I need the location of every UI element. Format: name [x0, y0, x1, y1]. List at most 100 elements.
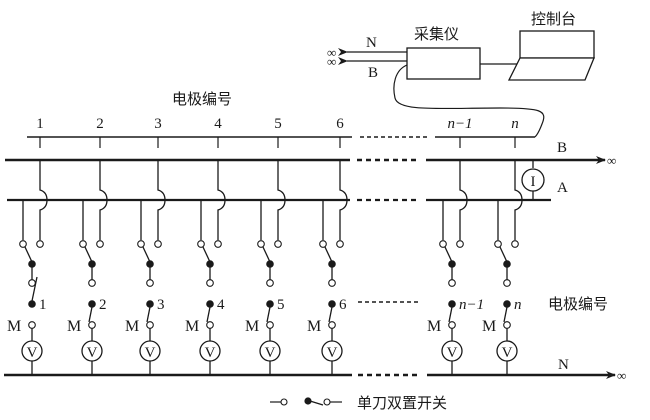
switch-blade-lower [448, 306, 453, 323]
legend-pivot-icon [304, 397, 312, 405]
m-terminal-icon [146, 321, 154, 329]
switch-terminal-b-icon [154, 240, 162, 248]
b-bus-label: B [557, 140, 567, 156]
switch-pivot-upper-icon [206, 260, 214, 268]
switch-terminal-a-icon [439, 240, 447, 248]
switch-terminal-a-icon [257, 240, 265, 248]
switch-blade-lower [266, 306, 271, 323]
electrode-drop-wire [157, 160, 166, 240]
switch-column-8: nMV [482, 137, 523, 375]
switch-pivot-upper-icon [146, 260, 154, 268]
switch-pivot-upper-icon [328, 260, 336, 268]
collector-label: 采集仪 [414, 25, 459, 43]
legend-open-terminal-icon [280, 398, 288, 406]
switch-pivot-lower-icon [266, 300, 274, 308]
electrode-drop-wire [459, 160, 468, 240]
switch-blade-lower [88, 306, 93, 323]
electrode-drop-wire [99, 160, 108, 240]
switch-terminal-lower-icon [503, 279, 511, 287]
collector-b-label: B [368, 65, 378, 81]
switch-number-label: 6 [339, 297, 347, 313]
switch-blade-upper [24, 246, 33, 263]
switch-number-label: 2 [99, 297, 107, 313]
switch-terminal-lower-icon [88, 279, 96, 287]
n-bus-label: N [558, 357, 569, 373]
electrode-number-label: 4 [214, 116, 222, 132]
legend-label: 单刀双置开关 [357, 394, 447, 412]
switch-terminal-lower-icon [448, 279, 456, 287]
switch-blade-lower [146, 306, 151, 323]
switch-terminal-a-icon [197, 240, 205, 248]
switch-terminal-b-icon [456, 240, 464, 248]
electrode-number-label: n [511, 116, 519, 132]
switch-number-label: 1 [39, 297, 47, 313]
n-bus-infinity: ∞ [617, 368, 626, 383]
switch-blade-upper [262, 246, 271, 263]
switch-blade-upper [444, 246, 453, 263]
collector-n-infinity: ∞ [327, 45, 336, 60]
switch-pivot-upper-icon [448, 260, 456, 268]
switch-blade-lower [31, 276, 38, 302]
console-screen [519, 30, 595, 59]
console-keyboard [507, 57, 595, 81]
switch-column-5: 5MV [245, 137, 286, 375]
switch-terminal-a-icon [137, 240, 145, 248]
switch-blade-lower [206, 306, 211, 323]
switch-terminal-b-icon [214, 240, 222, 248]
legend-blade-icon [309, 400, 324, 406]
switch-pivot-lower-icon [448, 300, 456, 308]
collector-box [406, 47, 481, 80]
electrode-drop-wire [339, 160, 348, 240]
switch-number-label: 4 [217, 297, 225, 313]
voltmeter-symbol: V [145, 345, 156, 361]
electrode-drop-wire [277, 160, 286, 240]
switch-blade-upper [499, 246, 508, 263]
switch-column-4: 4MV [185, 137, 226, 375]
switch-number-label: n−1 [459, 297, 484, 313]
collector-n-label: N [366, 35, 377, 51]
switch-blade-upper [202, 246, 211, 263]
m-terminal-label: M [125, 318, 139, 335]
electrode-drop-wire [39, 160, 48, 240]
switch-number-label: 5 [277, 297, 285, 313]
switch-column-3: 3MV [125, 137, 166, 375]
switch-terminal-lower-icon [146, 279, 154, 287]
electrode-number-label: 6 [336, 116, 344, 132]
electrode-header-title: 电极编号 [172, 90, 232, 108]
voltmeter-symbol: V [327, 345, 338, 361]
voltmeter-symbol: V [502, 345, 513, 361]
switch-terminal-b-icon [96, 240, 104, 248]
switch-terminal-lower-icon [266, 279, 274, 287]
switch-row-title: 电极编号 [548, 295, 608, 313]
switch-blade-upper [84, 246, 93, 263]
switch-terminal-a-icon [79, 240, 87, 248]
m-terminal-label: M [7, 318, 21, 335]
switch-pivot-lower-icon [503, 300, 511, 308]
voltmeter-symbol: V [447, 345, 458, 361]
ammeter-symbol: I [531, 174, 536, 190]
voltmeter-symbol: V [205, 345, 216, 361]
switch-column-1: 1MV [7, 137, 48, 375]
collector-group: 采集仪 [406, 25, 481, 80]
voltmeter-symbol: V [87, 345, 98, 361]
switch-blade-lower [328, 306, 333, 323]
switch-blade-upper [142, 246, 151, 263]
switch-pivot-upper-icon [503, 260, 511, 268]
switch-blade-upper [324, 246, 333, 263]
switch-terminal-a-icon [494, 240, 502, 248]
electrode-number-label: 2 [96, 116, 104, 132]
electrode-number-label: 3 [154, 116, 162, 132]
m-terminal-icon [266, 321, 274, 329]
switch-pivot-lower-icon [206, 300, 214, 308]
switch-pivot-lower-icon [328, 300, 336, 308]
voltmeter-symbol: V [27, 345, 38, 361]
switch-column-7: n−1MV [427, 137, 484, 375]
voltmeter-symbol: V [265, 345, 276, 361]
electrode-number-label: 5 [274, 116, 282, 132]
m-terminal-icon [328, 321, 336, 329]
switch-pivot-lower-icon [88, 300, 96, 308]
switch-terminal-lower-icon [28, 279, 36, 287]
